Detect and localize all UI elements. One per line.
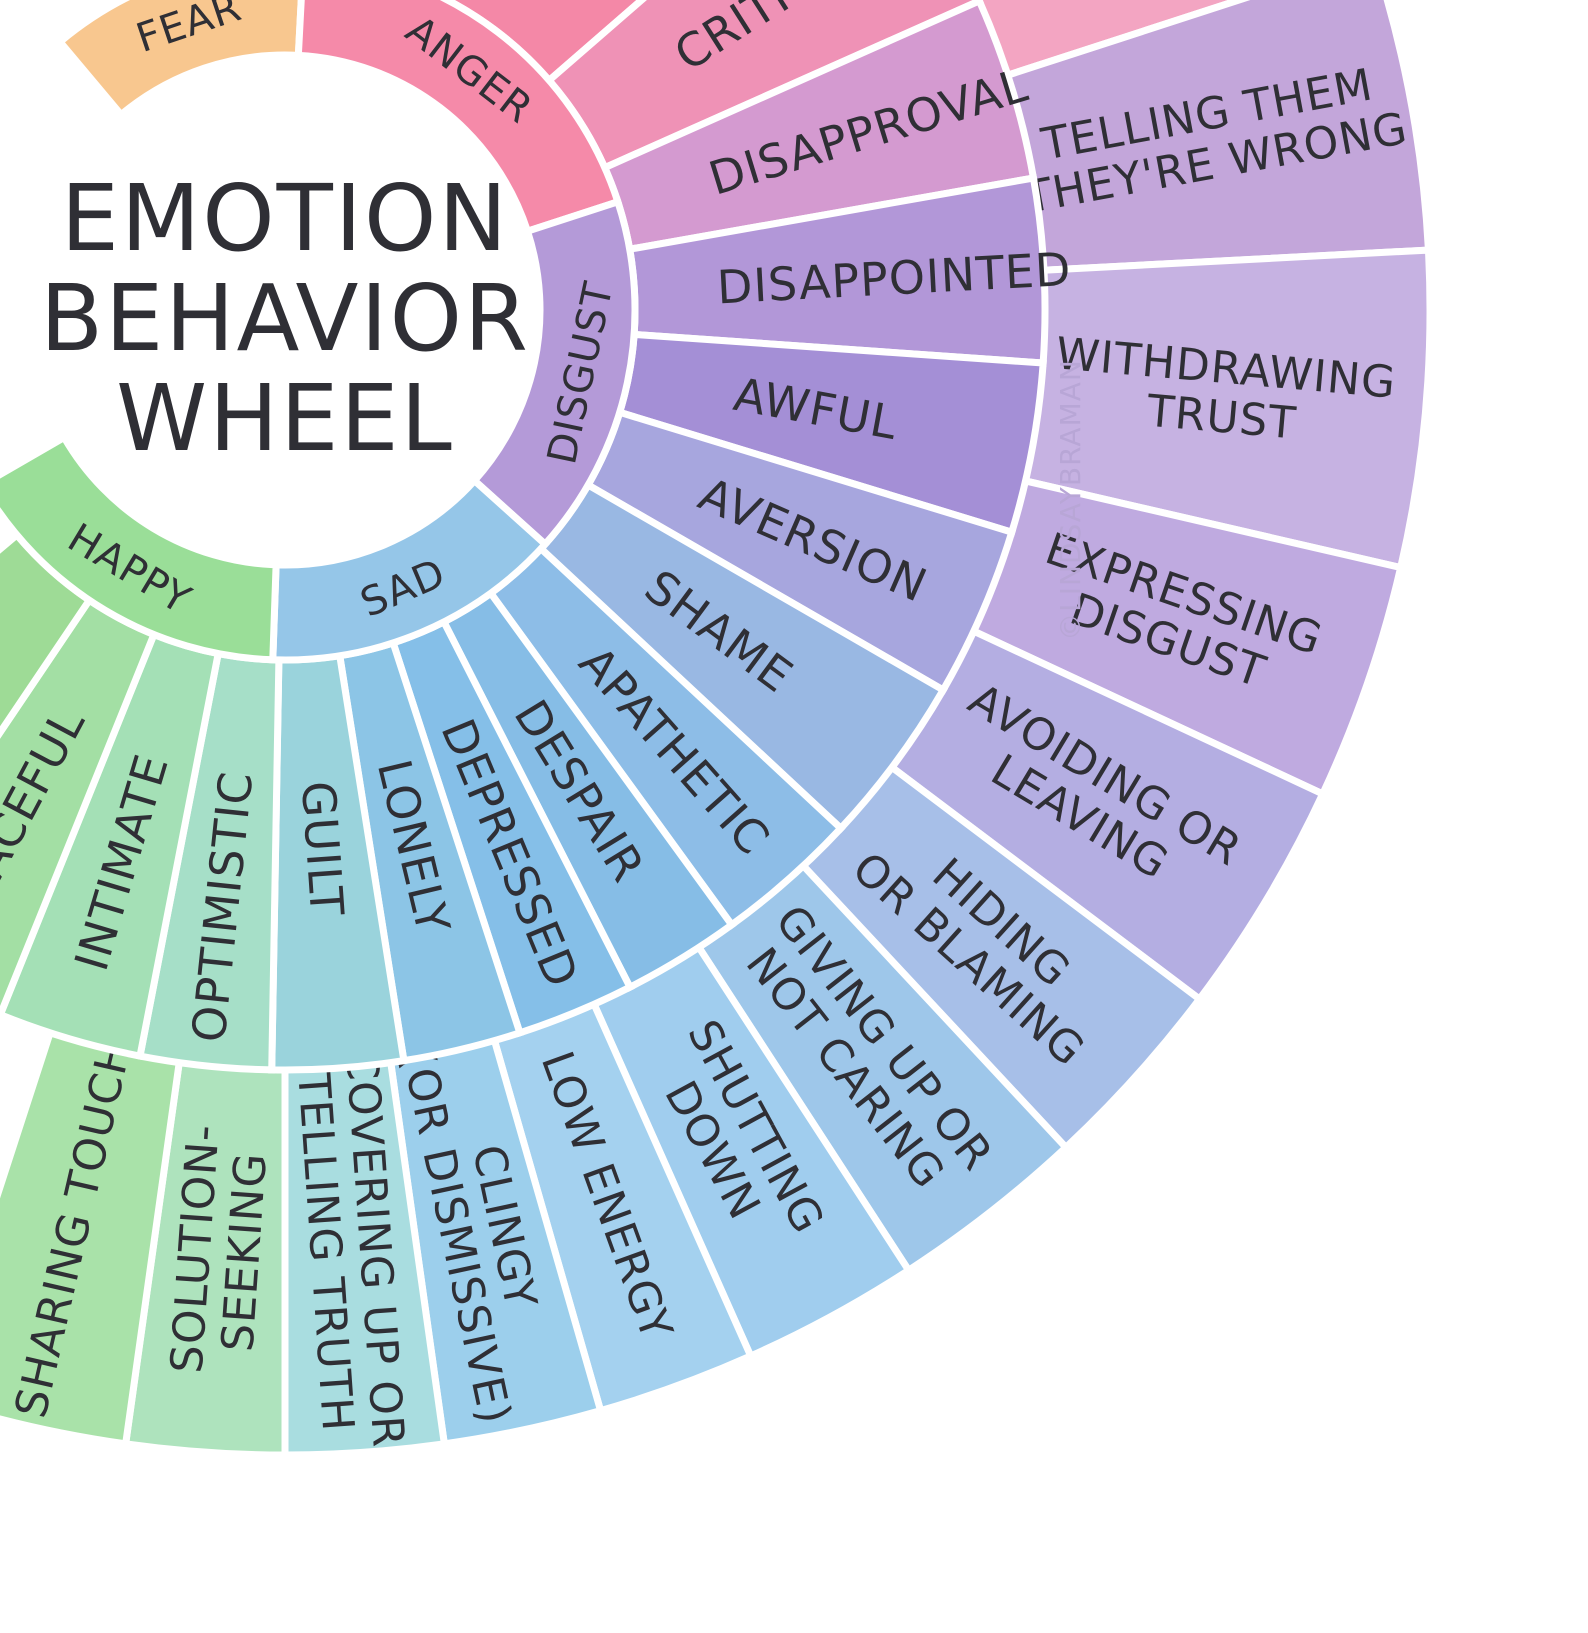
- copyright-watermark: ©LINDSAYBRAMAN: [1054, 359, 1087, 641]
- title-line-2: BEHAVIOR: [40, 265, 530, 372]
- feeling-label-guilt-line-1: GUILT: [291, 779, 354, 918]
- center-disc: EMOTION BEHAVIOR WHEEL: [30, 55, 540, 565]
- feeling-ring: DISTANTCRITICALDISAPPROVALDISAPPOINTEDAW…: [0, 0, 1073, 1074]
- title-line-1: EMOTION: [61, 165, 509, 272]
- behavior-label-solution-seeking: SOLUTION-SEEKING: [161, 1122, 278, 1378]
- center-circle: [30, 55, 540, 565]
- title-line-3: WHEEL: [116, 365, 454, 472]
- feeling-label-guilt: GUILT: [291, 779, 354, 918]
